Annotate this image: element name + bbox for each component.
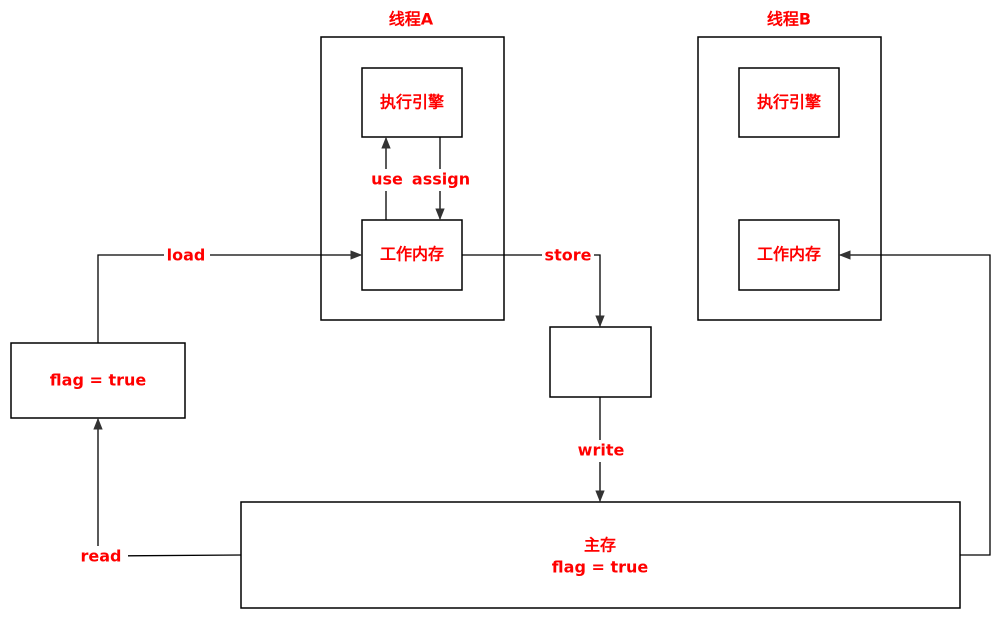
thread-a-work-memory-box	[361, 219, 463, 291]
thread-a-engine-box	[361, 67, 463, 138]
flag-box-label: flag = true	[50, 371, 147, 390]
main-memory-value: flag = true	[552, 558, 649, 577]
write-label: write	[578, 441, 625, 460]
thread-b-work-memory-label: 工作内存	[757, 245, 821, 264]
use-label: use	[371, 170, 403, 189]
thread-a-work-memory-label: 工作内存	[380, 245, 444, 264]
thread-b: 线程B 执行引擎 工作内存	[697, 10, 882, 321]
transfer-box	[549, 326, 652, 398]
store-arrow	[462, 254, 605, 328]
main-memory-box	[240, 501, 961, 609]
thread-b-title: 线程B	[767, 10, 811, 29]
thread-a-title: 线程A	[389, 10, 434, 29]
read-label: read	[81, 547, 122, 566]
thread-b-engine-box	[738, 67, 840, 138]
main-memory-title: 主存	[584, 536, 616, 555]
store-label: store	[545, 246, 592, 265]
thread-a-engine-label: 执行引擎	[380, 93, 445, 112]
assign-label: assign	[412, 170, 470, 189]
main-to-thread-b-arrow	[838, 250, 991, 556]
load-arrow	[97, 250, 363, 343]
read-arrow	[93, 417, 242, 557]
thread-a: 线程A 执行引擎 工作内存	[320, 10, 505, 321]
load-label: load	[167, 246, 206, 265]
thread-b-engine-label: 执行引擎	[757, 93, 822, 112]
